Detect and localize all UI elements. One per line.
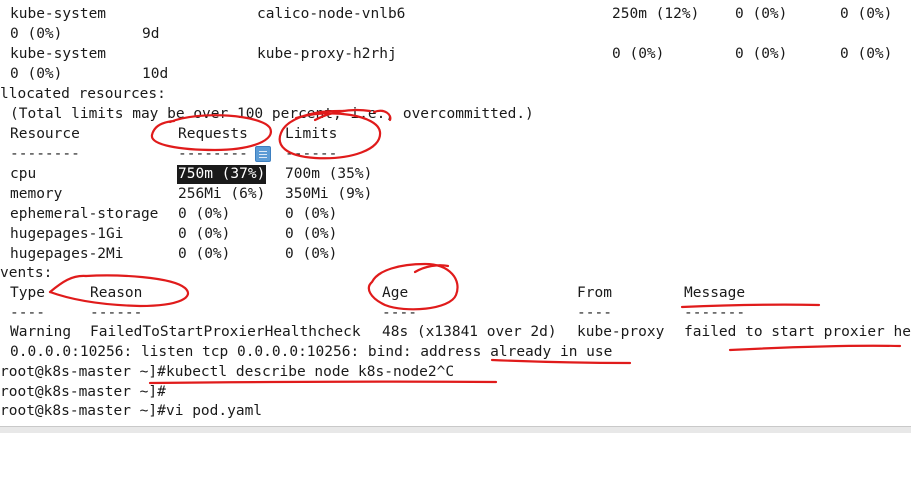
resource-requests: 0 (0%) (178, 246, 231, 262)
resource-name: cpu (10, 166, 37, 182)
pod-name: calico-node-vnlb6 (257, 6, 406, 22)
header-type: Type (10, 285, 45, 301)
selection-marker-icon[interactable] (255, 146, 271, 162)
shell-prompt: root@k8s-master ~]# (0, 403, 166, 419)
event-row: Warning FailedToStartProxierHealthcheck … (0, 323, 911, 342)
pod-cpu-limits: 0 (0%) (735, 6, 788, 22)
pod-memory-requests: 0 (0%) (840, 46, 893, 62)
header-reason: Reason (90, 285, 143, 301)
pod-namespace: kube-system (10, 6, 107, 22)
pod-age: 10d (142, 66, 169, 82)
event-age: 48s (x13841 over 2d) (382, 324, 557, 340)
resource-limits: 0 (0%) (285, 206, 338, 222)
event-reason: FailedToStartProxierHealthcheck (90, 324, 361, 340)
allocated-note: (Total limits may be over 100 percent, i… (10, 106, 534, 122)
events-heading: vents: (0, 265, 53, 281)
resource-limits: 350Mi (9%) (285, 186, 373, 202)
pod-age: 9d (142, 26, 160, 42)
resource-row: hugepages-1Gi 0 (0%) 0 (0%) (0, 225, 337, 244)
pod-row: kube-system calico-node-vnlb6 250m (12%)… (0, 5, 892, 24)
resource-row: ephemeral-storage 0 (0%) 0 (0%) (0, 205, 337, 224)
allocated-header: Resource Requests Limits (0, 125, 337, 144)
resource-name: ephemeral-storage (10, 206, 159, 222)
resource-requests-selected[interactable]: 750m (37%) (177, 165, 267, 184)
resource-row: hugepages-2Mi 0 (0%) 0 (0%) (0, 245, 337, 264)
shell-command: kubectl describe node k8s-node2^C (166, 364, 455, 380)
resource-row: cpu 750m (37%) 700m (35%) (0, 165, 372, 184)
resource-requests: 0 (0%) (178, 206, 231, 222)
header-from: From (577, 285, 612, 301)
pod-cpu-requests: 250m (12%) (612, 6, 700, 22)
resource-name: hugepages-2Mi (10, 246, 124, 262)
pod-row: kube-system kube-proxy-h2rhj 0 (0%) 0 (0… (0, 45, 892, 64)
allocated-heading: llocated resources: (0, 86, 166, 102)
pod-name: kube-proxy-h2rhj (257, 46, 397, 62)
events-dashes: ---- ------ ---- ---- ------- (10, 305, 746, 321)
header-limits: Limits (285, 126, 338, 142)
event-message-continuation: 0.0.0.0:10256: listen tcp 0.0.0.0:10256:… (10, 344, 613, 360)
shell-prompt-line[interactable]: root@k8s-master ~]# (0, 383, 166, 402)
resource-name: memory (10, 186, 63, 202)
resource-limits: 0 (0%) (285, 246, 338, 262)
resource-name: hugepages-1Gi (10, 226, 124, 242)
resource-requests: 256Mi (6%) (178, 186, 266, 202)
resource-limits: 700m (35%) (285, 166, 373, 182)
header-requests: Requests (178, 126, 248, 142)
terminal-output[interactable]: kube-system calico-node-vnlb6 250m (12%)… (0, 0, 911, 426)
resource-row: memory 256Mi (6%) 350Mi (9%) (0, 185, 372, 204)
pod-row-wrap: 0 (0%) 10d (0, 65, 168, 84)
event-from: kube-proxy (577, 324, 665, 340)
shell-prompt-line[interactable]: root@k8s-master ~]# vi pod.yaml (0, 402, 262, 421)
pod-memory-limits: 0 (0%) (10, 26, 63, 42)
header-message: Message (684, 285, 746, 301)
status-bar (0, 426, 911, 433)
shell-prompt: root@k8s-master ~]# (0, 384, 166, 400)
events-header: Type Reason Age From Message (0, 284, 745, 303)
pod-cpu-requests: 0 (0%) (612, 46, 665, 62)
allocated-dashes: -------- -------- ------ (10, 146, 338, 162)
pod-cpu-limits: 0 (0%) (735, 46, 788, 62)
header-resource: Resource (10, 126, 80, 142)
header-age: Age (382, 285, 409, 301)
pod-namespace: kube-system (10, 46, 107, 62)
event-type: Warning (10, 324, 72, 340)
pod-memory-requests: 0 (0%) (840, 6, 893, 22)
resource-limits: 0 (0%) (285, 226, 338, 242)
shell-command: vi pod.yaml (166, 403, 263, 419)
shell-prompt: root@k8s-master ~]# (0, 364, 166, 380)
pod-memory-limits: 0 (0%) (10, 66, 63, 82)
resource-requests: 0 (0%) (178, 226, 231, 242)
shell-prompt-line[interactable]: root@k8s-master ~]# kubectl describe nod… (0, 363, 454, 382)
pod-row-wrap: 0 (0%) 9d (0, 25, 159, 44)
event-message: failed to start proxier he (684, 324, 911, 340)
